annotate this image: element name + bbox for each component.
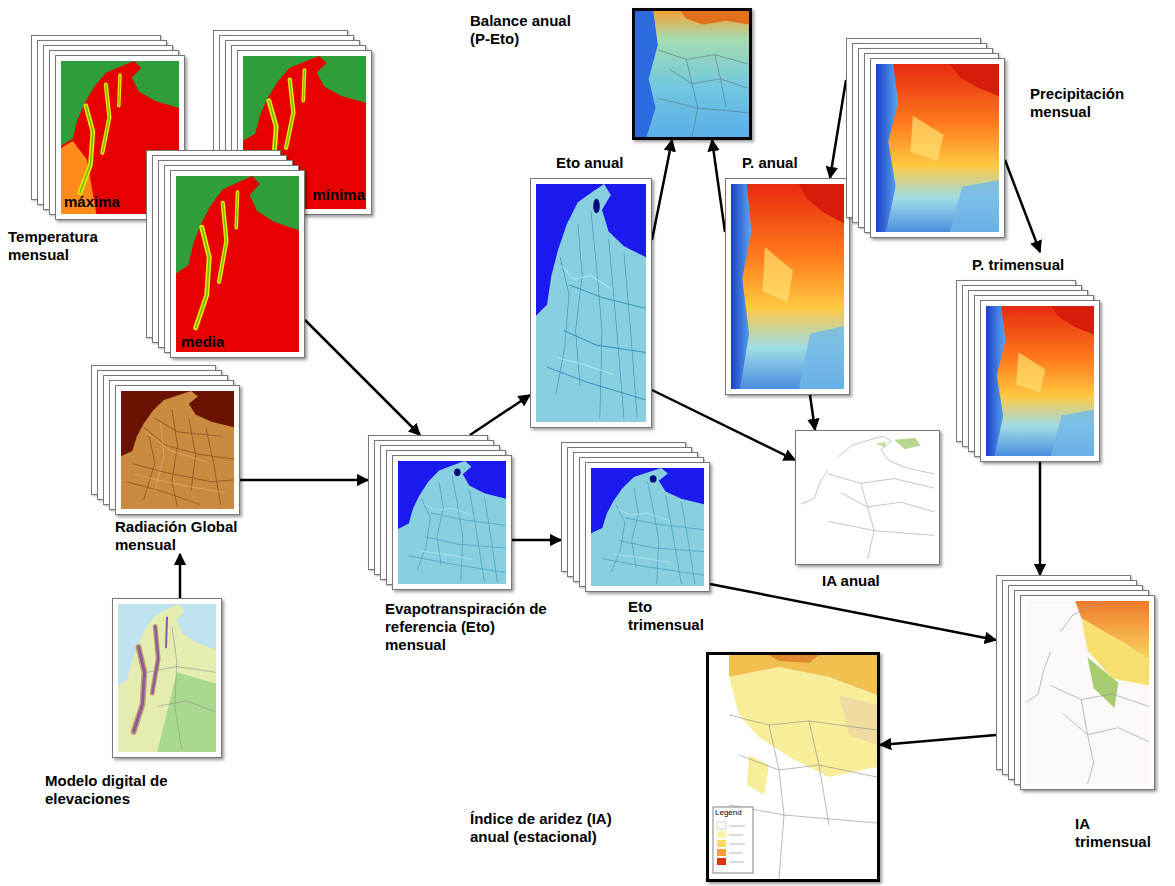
flow-arrow	[652, 140, 672, 240]
map-label: Balance anual (P-Eto)	[470, 12, 595, 48]
map-panel: Balance anual (P-Eto)	[632, 8, 752, 140]
map-label: media	[181, 333, 224, 351]
map-label: máxima	[64, 193, 120, 211]
map-stack: P. trimensual	[956, 252, 1102, 462]
map-illustration	[591, 468, 704, 586]
map-panel: Índice de aridez (IA) anual (estacional)	[706, 652, 880, 882]
map-illustration	[709, 655, 877, 879]
map-label: P. anual	[742, 154, 842, 172]
stack-area: media	[146, 150, 305, 358]
map-illustration	[536, 184, 646, 422]
stack-area	[112, 598, 222, 758]
map-label: Eto trimensual	[628, 598, 718, 634]
map-illustration	[1026, 601, 1149, 784]
map-stack: Eto trimensual	[561, 442, 710, 592]
stack-area	[530, 178, 652, 428]
map-label: Precipitación mensual	[1030, 85, 1160, 121]
map-illustration	[121, 391, 234, 509]
map-frame	[870, 58, 1005, 238]
flow-arrow	[710, 584, 996, 640]
flow-arrow	[512, 539, 561, 542]
map-label: mínima	[312, 186, 365, 204]
flow-arrow	[1039, 462, 1042, 575]
map-label: P. trimensual	[972, 252, 1102, 274]
map-illustration	[801, 436, 934, 559]
flow-arrow	[470, 395, 530, 435]
map-label: IA trimensual	[1075, 815, 1165, 851]
flow-arrow	[240, 479, 368, 482]
map-stack: media	[146, 150, 305, 358]
stack-area	[795, 430, 940, 565]
map-frame	[585, 462, 710, 592]
map-frame	[725, 178, 850, 395]
flow-arrow	[830, 80, 846, 178]
map-illustration	[176, 176, 299, 352]
map-frame	[530, 178, 652, 428]
map-stack: IA trimensual	[996, 575, 1155, 790]
stack-area	[706, 652, 880, 882]
flow-arrow	[810, 395, 815, 430]
map-frame	[112, 598, 222, 758]
map-label: Eto anual	[556, 154, 656, 172]
map-frame	[115, 385, 240, 515]
map-frame	[392, 455, 512, 590]
stack-area	[996, 575, 1155, 790]
map-illustration	[731, 184, 844, 389]
map-frame	[706, 652, 880, 882]
flow-arrow	[305, 320, 420, 435]
map-label: Radiación Global mensual	[115, 518, 240, 554]
stack-area	[91, 365, 240, 515]
map-illustration	[986, 306, 1094, 456]
map-illustration	[635, 11, 749, 137]
flow-arrow	[880, 735, 996, 745]
map-stack: Precipitación mensual	[846, 38, 1005, 238]
stack-area	[725, 178, 850, 395]
map-frame	[632, 8, 752, 140]
map-label: Modelo digital de elevaciones	[45, 772, 230, 808]
flow-arrow	[1005, 160, 1040, 252]
map-panel: IA anual	[795, 430, 940, 565]
map-panel: P. anual	[725, 178, 850, 395]
map-stack: Radiación Global mensual	[91, 365, 240, 554]
flow-arrow	[179, 554, 182, 598]
group-label: Temperatura mensual	[8, 228, 118, 264]
stack-area	[368, 435, 512, 590]
stack-area	[956, 280, 1100, 462]
legend-title: Legend	[715, 808, 755, 818]
map-stack: Evapotranspiración de referencia (Eto) m…	[368, 435, 512, 590]
map-frame	[980, 300, 1100, 462]
map-illustration	[876, 64, 999, 232]
map-label: Índice de aridez (IA) anual (estacional)	[470, 810, 645, 846]
stack-area	[632, 8, 752, 140]
map-illustration	[398, 461, 506, 584]
map-label: Evapotranspiración de referencia (Eto) m…	[385, 600, 555, 654]
stack-area	[846, 38, 1005, 238]
map-panel: Eto anual	[530, 178, 652, 428]
map-frame	[1020, 595, 1155, 790]
stack-area	[561, 442, 710, 592]
flow-arrow	[712, 140, 725, 232]
map-label: IA anual	[822, 572, 922, 590]
map-panel: Modelo digital de elevaciones	[112, 598, 222, 758]
map-illustration	[118, 604, 216, 752]
map-frame	[795, 430, 940, 565]
map-frame: media	[170, 170, 305, 358]
